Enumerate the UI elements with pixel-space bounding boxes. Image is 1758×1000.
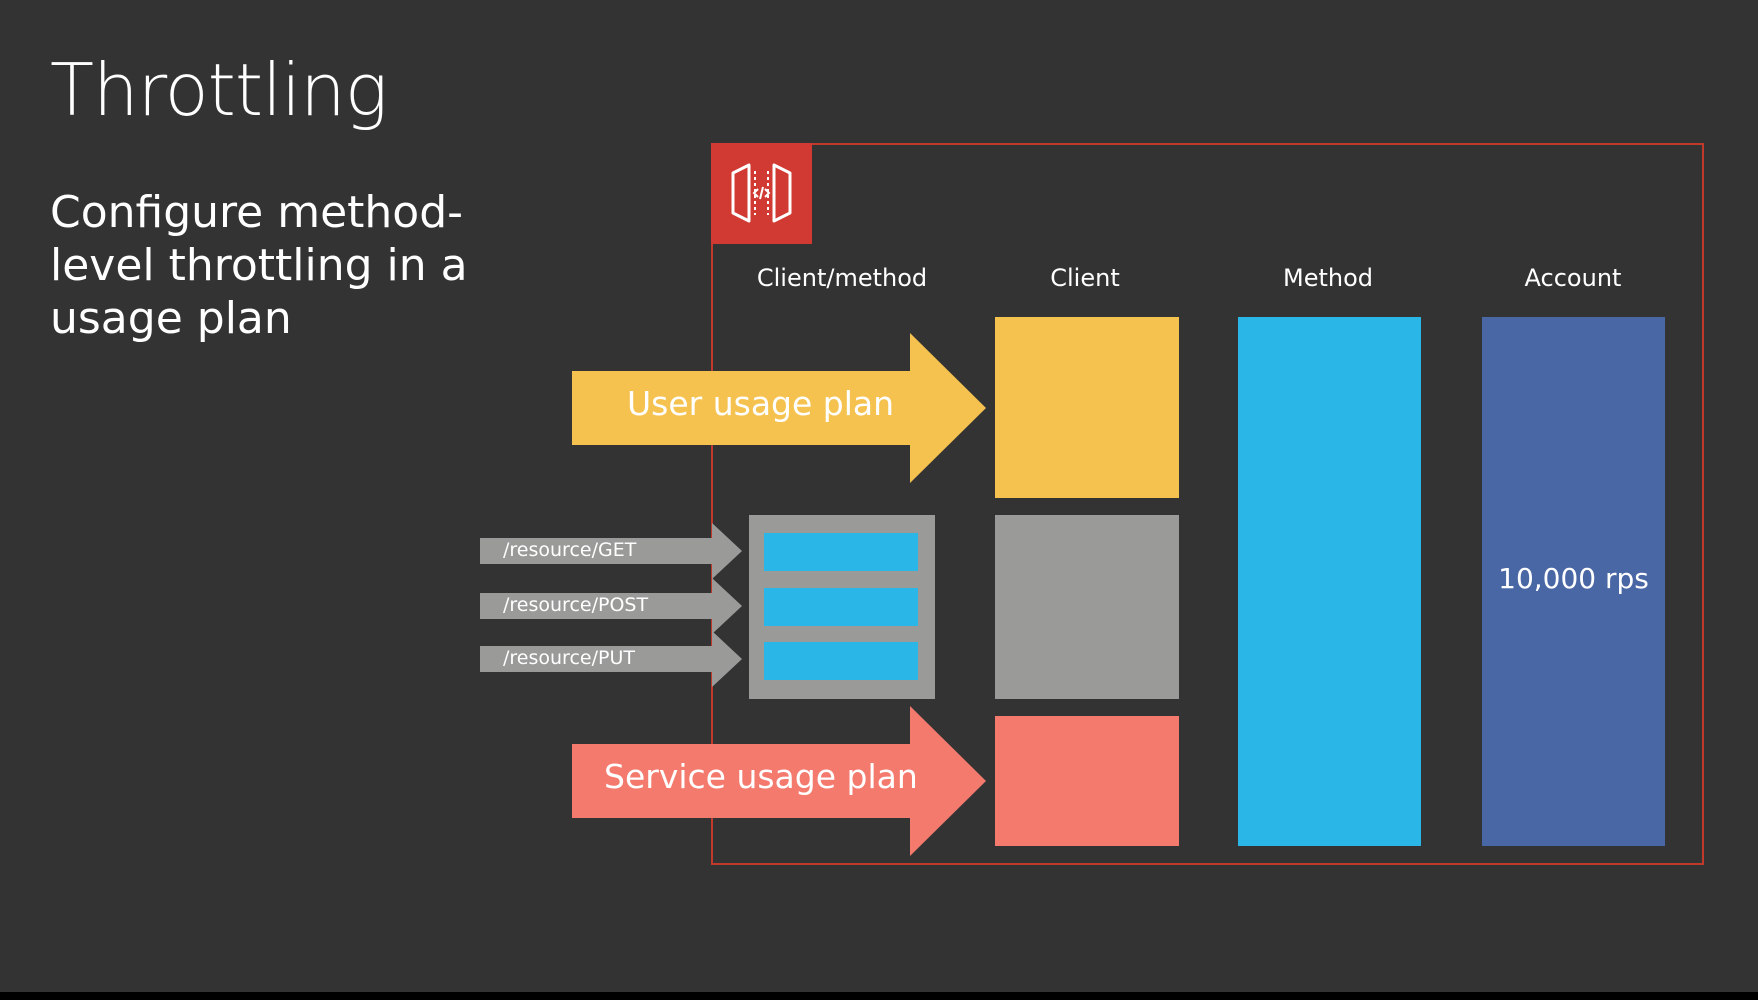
route-arrow-put: [480, 631, 742, 687]
user-usage-plan-arrow: [572, 333, 986, 483]
route-label-post: /resource/POST: [503, 594, 649, 616]
slide-subtitle: Configure method-level throttling in a u…: [50, 187, 468, 344]
user-usage-plan-label: User usage plan: [627, 384, 895, 423]
method-slot-put: [764, 642, 918, 680]
method-slot-post: [764, 588, 918, 626]
client-user-block: [995, 317, 1179, 498]
slide-title: Throttling: [50, 48, 388, 132]
service-usage-plan-label: Service usage plan: [604, 757, 918, 796]
route-label-put: /resource/PUT: [503, 647, 635, 669]
column-label-method: Method: [1282, 264, 1373, 292]
api-gateway-icon: [711, 143, 812, 244]
account-limit-label: 10,000 rps: [1498, 562, 1649, 595]
method-block: [1238, 317, 1421, 846]
route-arrow-post: [480, 578, 742, 634]
column-label-client-method: Client/method: [756, 264, 928, 292]
account-block: [1482, 317, 1665, 846]
service-usage-plan-arrow: [572, 706, 986, 856]
api-gateway-frame: [711, 143, 1704, 865]
route-arrow-get: [480, 523, 742, 579]
route-label-get: /resource/GET: [503, 539, 637, 561]
letterbox-bar: [0, 992, 1758, 1000]
client-service-block: [995, 716, 1179, 846]
client-gray-block: [995, 515, 1179, 699]
column-label-client: Client: [1050, 264, 1120, 292]
column-label-account: Account: [1524, 264, 1622, 292]
route-arrows: [480, 523, 742, 687]
method-slot-get: [764, 533, 918, 571]
